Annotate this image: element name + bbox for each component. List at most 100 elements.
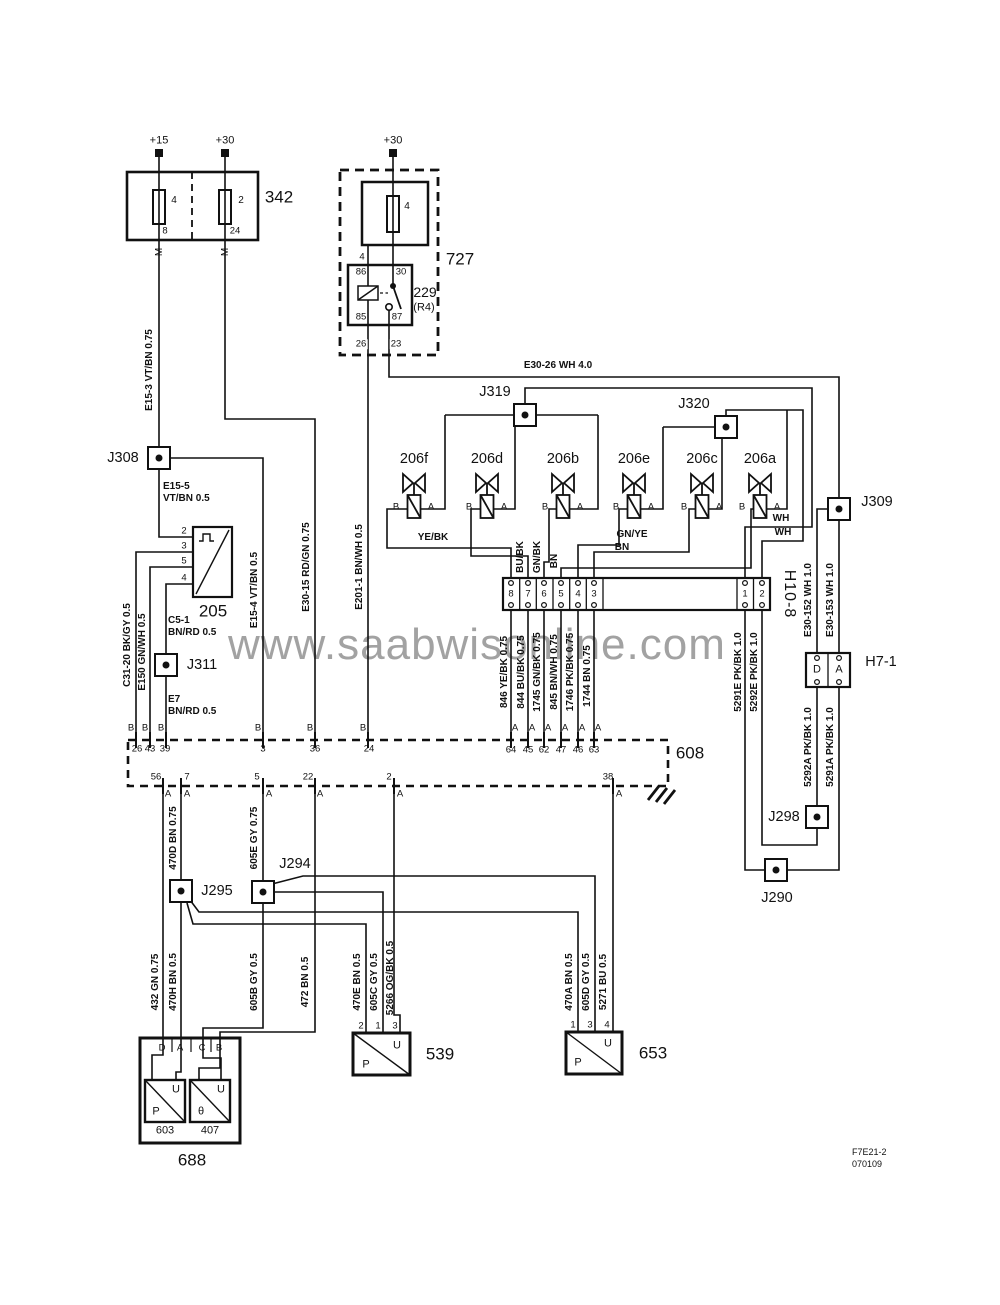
u603-p: P	[152, 1105, 160, 1118]
u688-pin-c: C	[198, 1042, 206, 1054]
h10-8-pin-3: 3	[591, 588, 597, 600]
e608-pin-64: 64	[505, 744, 517, 756]
wire-label-e15-5a: E15-5	[163, 481, 190, 492]
unit-727-label: 727	[445, 249, 475, 269]
wire-label-470h: 470H BN 0.5	[168, 953, 179, 1011]
junction-j320-label: J320	[678, 395, 710, 412]
terminal-15-label: +15	[149, 134, 169, 147]
e608-ba5: A	[396, 788, 404, 800]
inj-c-pin-a: A	[715, 501, 723, 513]
junction-j319-label: J319	[479, 383, 511, 400]
relay-pin85-label: 85	[355, 311, 367, 323]
injector-206a-label: 206a	[743, 450, 777, 467]
u653-p: P	[574, 1056, 582, 1069]
wire-label-bn-h: BN	[614, 542, 630, 553]
h10-8-pin-8: 8	[508, 588, 514, 600]
e608-pin-2: 2	[386, 771, 392, 783]
wire-label-bn-v: BN	[549, 553, 560, 569]
e608-b2: B	[141, 722, 149, 734]
unit-653-label: 653	[638, 1043, 668, 1063]
h10-8-pin-7: 7	[525, 588, 531, 600]
unit-205-box	[191, 525, 234, 599]
junction-j308-label: J308	[107, 449, 139, 466]
u539-pin-1: 1	[375, 1020, 381, 1032]
e608-pin-22: 22	[302, 771, 314, 783]
terminal-30-label: +30	[215, 134, 235, 147]
inj-a-pin-b: B	[738, 501, 746, 513]
u653-pin-4: 4	[604, 1019, 610, 1031]
wire-label-ye-bk: YE/BK	[417, 532, 449, 543]
ground-icon	[646, 785, 677, 805]
fuse-4-label: 4	[171, 195, 177, 206]
junction-j295-label: J295	[201, 882, 233, 899]
wire-label-1746: 1746 PK/BK 0.75	[565, 632, 576, 712]
busbar-m-label: M	[220, 247, 231, 257]
relay-r4-label: (R4)	[413, 301, 435, 314]
e608-pin-63: 63	[588, 744, 600, 756]
doc-ref-line1: F7E21-2	[852, 1147, 887, 1157]
watermark: www.saabwisonline.com	[228, 620, 726, 669]
inj-f-pin-a: A	[427, 501, 435, 513]
u205-pin-5: 5	[181, 555, 187, 567]
e608-b4: B	[254, 722, 262, 734]
e608-a6: A	[594, 722, 602, 734]
fuse-2-label: 2	[238, 195, 244, 206]
u688-pin-d: D	[158, 1042, 166, 1054]
wire-label-e201-1: E201-1 BN/WH 0.5	[354, 524, 365, 610]
connector-h7-1	[804, 651, 852, 689]
h10-8-pin-6: 6	[541, 588, 547, 600]
e608-pin-26: 26	[131, 743, 143, 755]
inj-d-pin-b: B	[465, 501, 473, 513]
e608-b6: B	[359, 722, 367, 734]
doc-ref-line2: 070109	[852, 1159, 883, 1169]
junction-j309-label: J309	[861, 493, 893, 510]
wire-label-5266: 5266 OG/BK 0.5	[385, 940, 396, 1016]
e608-pin-38: 38	[602, 771, 614, 783]
inj-b-pin-a: A	[576, 501, 584, 513]
relay-switch-blade	[392, 285, 402, 310]
wire-label-gn-bk: GN/BK	[532, 540, 543, 574]
fuse-2-symbol	[218, 189, 232, 225]
inj-c-pin-b: B	[680, 501, 688, 513]
u407-theta: θ	[197, 1105, 205, 1118]
terminal-30-square	[221, 149, 229, 157]
wire-label-e15-4: E15-4 VT/BN 0.5	[249, 551, 260, 629]
relay-pin87-label: 87	[391, 311, 403, 323]
relay-229-label: 229	[413, 284, 437, 300]
wire-label-432: 432 GN 0.75	[150, 953, 161, 1011]
wire-label-470a: 470A BN 0.5	[564, 953, 575, 1011]
e608-b5: B	[306, 722, 314, 734]
e608-ba1: A	[164, 788, 172, 800]
wire-label-e30-15: E30-15 RD/GN 0.75	[301, 522, 312, 612]
connector-h7-1-label: H7-1	[865, 653, 897, 670]
wire-label-e30-153: E30-153 WH 1.0	[825, 563, 836, 637]
wire-label-470e: 470E BN 0.5	[352, 953, 363, 1011]
u407-u: U	[217, 1083, 225, 1096]
e608-pin-47: 47	[555, 744, 567, 756]
h7-1-pin-d: D	[813, 663, 821, 676]
injector-206d-label: 206d	[470, 450, 504, 467]
pulse-signal-icon	[199, 533, 214, 542]
junction-j298-label: J298	[768, 808, 800, 825]
inj-e-pin-b: B	[612, 501, 620, 513]
injector-symbols	[402, 471, 772, 519]
terminal-15-square	[155, 149, 163, 157]
wire-label-605d: 605D GY 0.5	[581, 953, 592, 1011]
busbar-m-label: M	[154, 247, 165, 257]
wire-label-gn-ye: GN/YE	[616, 529, 648, 540]
wire-label-e7a: E7	[168, 694, 181, 705]
inj-a-pin-a: A	[773, 501, 781, 513]
e608-pin-3: 3	[260, 743, 266, 755]
e608-pin-7: 7	[184, 771, 190, 783]
e608-ba2: A	[183, 788, 191, 800]
unit-539-label: 539	[425, 1044, 455, 1064]
inj-b-pin-b: B	[541, 501, 549, 513]
sensor-407-box	[188, 1078, 232, 1124]
e608-b1: B	[127, 722, 135, 734]
e608-pin-45: 45	[522, 744, 534, 756]
inj-d-pin-a: A	[500, 501, 508, 513]
relay-pin30-label: 30	[395, 266, 407, 278]
u539-u: U	[393, 1039, 401, 1052]
